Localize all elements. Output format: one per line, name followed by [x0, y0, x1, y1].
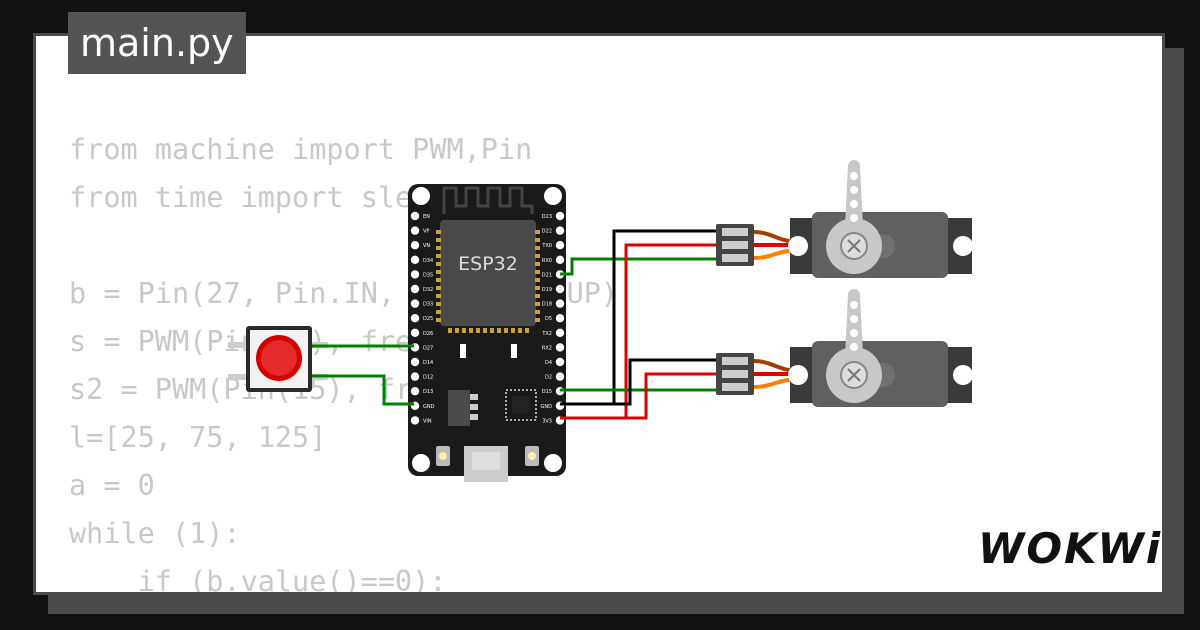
board-pin-label: D22	[542, 229, 552, 235]
board-pin-label: RX0	[542, 258, 552, 264]
board-pin-label: D5	[545, 316, 552, 322]
board-pin-label: D33	[423, 302, 433, 308]
code-line: l=[25, 75, 125]	[69, 421, 327, 454]
board-pin-label: D21	[542, 272, 552, 278]
board-pin-label: D15	[542, 389, 552, 395]
file-tab-main[interactable]: main.py	[68, 12, 246, 74]
board-pin[interactable]	[555, 241, 565, 250]
board-pin[interactable]	[555, 226, 565, 235]
board-pin-label: D13	[423, 389, 433, 395]
pushbutton-icon[interactable]	[228, 326, 328, 392]
servo-icon[interactable]	[716, 160, 973, 278]
board-pin[interactable]	[555, 357, 565, 367]
board-pin[interactable]	[555, 372, 565, 381]
code-line: while (1):	[69, 517, 241, 550]
esp32-board-icon[interactable]: ESP32 ENVPVND34D35D32D33D25D26D27D14D12D…	[408, 184, 566, 482]
wokwi-logo: WOKWi	[978, 524, 1163, 573]
board-pin-label: D35	[423, 272, 433, 278]
board-pin-label: D23	[542, 214, 552, 220]
board-pin-label: GND	[423, 404, 435, 410]
board-pin[interactable]	[410, 357, 420, 367]
board-pin-label: D26	[423, 331, 433, 337]
board-pin-label: D14	[423, 360, 433, 366]
board-pin-label: VP	[423, 229, 429, 235]
board-pin-label: D25	[423, 316, 433, 322]
board-pin[interactable]	[555, 343, 565, 352]
board-pin-label: D27	[423, 345, 433, 351]
board-pin[interactable]	[410, 387, 420, 396]
board-pin[interactable]	[410, 270, 420, 279]
board-pin-label: RX2	[542, 345, 552, 351]
board-pin-label: D2	[545, 375, 552, 381]
board-pin[interactable]	[410, 314, 420, 323]
board-pin[interactable]	[555, 211, 565, 221]
board-pin-label: TX2	[541, 331, 552, 337]
board-pin[interactable]	[555, 255, 565, 264]
board-label: ESP32	[458, 253, 518, 275]
board-pin-label: D4	[545, 360, 552, 366]
board-pin-label: D18	[542, 302, 552, 308]
board-pin[interactable]	[555, 328, 565, 337]
board-pin-label: TX0	[541, 243, 552, 249]
board-pin-label: D12	[423, 375, 433, 381]
board-pin[interactable]	[555, 299, 565, 308]
code-line: a = 0	[69, 469, 155, 502]
usb-port-icon	[464, 446, 508, 482]
board-pin-label: D34	[423, 258, 433, 264]
board-pin[interactable]	[410, 211, 420, 221]
board-pin[interactable]	[410, 284, 420, 294]
code-line: if (b.value()==0):	[69, 565, 447, 595]
board-pin[interactable]	[555, 284, 565, 294]
board-pin-label: VIN	[423, 418, 432, 424]
wires	[312, 229, 718, 420]
board-pin[interactable]	[410, 372, 420, 381]
servo-icon[interactable]	[716, 289, 973, 407]
board-pin-label: EN	[423, 214, 430, 220]
board-pin[interactable]	[410, 241, 420, 250]
board-pin[interactable]	[555, 314, 565, 323]
board-pin[interactable]	[410, 255, 420, 264]
board-pin-label: 3V3	[542, 418, 552, 424]
board-pin[interactable]	[410, 328, 420, 337]
code-line: from machine import PWM,Pin	[69, 133, 533, 166]
board-pin[interactable]	[410, 226, 420, 235]
board-pin-label: D19	[542, 287, 552, 293]
board-pin-label: D32	[423, 287, 433, 293]
board-pin-label: VN	[423, 243, 430, 249]
board-pin[interactable]	[410, 299, 420, 308]
board-pin-label: GND	[541, 404, 553, 410]
board-pin[interactable]	[410, 416, 420, 425]
